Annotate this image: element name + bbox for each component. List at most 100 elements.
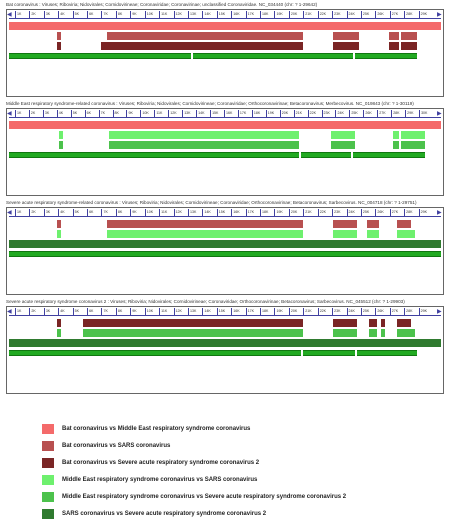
legend-label: Middle East respiratory syndrome coronav…: [62, 477, 258, 483]
legend-swatch: [42, 509, 54, 519]
ruler-tick-label: 5K: [70, 110, 77, 118]
track-bat-vs-mers: [9, 22, 441, 30]
ruler-end-arrow-icon: ▶: [437, 12, 442, 18]
track-mers-vs-sars: [57, 230, 61, 238]
track-mers-vs-sars: [107, 230, 303, 238]
ruler-tick-label: 24K: [346, 209, 355, 217]
track-bat-vs-sars2: [381, 319, 385, 327]
ruler-end-arrow-icon: ▶: [437, 111, 442, 117]
track-bat-vs-sars2: [101, 42, 303, 50]
ruler-tick-label: 29K: [405, 110, 414, 118]
ruler-tick-label: 4K: [58, 11, 65, 19]
track-mers-vs-sars: [333, 230, 357, 238]
ruler-tick-label: 7K: [101, 209, 108, 217]
track-bat-vs-sars: [367, 220, 379, 228]
ruler-tick-label: 28K: [391, 110, 400, 118]
ruler-tick-label: 1K: [15, 110, 21, 118]
legend-item: Bat coronavirus vs SARS coronavirus: [42, 441, 442, 453]
ruler-tick-label: 12K: [168, 110, 177, 118]
track-bat-vs-sars: [57, 220, 61, 228]
ruler-tick-label: 2K: [29, 11, 36, 19]
genome-feature-bar: [353, 152, 425, 158]
track-bat-vs-mers: [9, 121, 441, 129]
ruler-tick-label: 23K: [332, 209, 341, 217]
alignment-tracks: [9, 121, 441, 191]
track-bat-vs-sars2: [57, 319, 61, 327]
ruler-tick-label: 16K: [231, 308, 240, 316]
legend-swatch: [42, 475, 54, 485]
ruler-tick-label: 14K: [202, 11, 211, 19]
ruler-tick-label: 26K: [375, 308, 384, 316]
track-bat-vs-sars: [397, 220, 411, 228]
track-bat-vs-sars2: [333, 319, 357, 327]
ruler-tick-label: 17K: [245, 209, 254, 217]
track-mers-vs-sars: [367, 230, 379, 238]
track-bat-vs-sars2: [389, 42, 399, 50]
genome-feature-bar: [303, 350, 355, 356]
genome-feature-bar: [9, 251, 441, 257]
ruler-tick-label: 24K: [346, 11, 355, 19]
ruler-tick-label: 10K: [140, 110, 149, 118]
track-mers-vs-sars: [59, 131, 63, 139]
legend-item: Bat coronavirus vs Middle East respirato…: [42, 424, 442, 436]
ruler-tick-label: 17K: [237, 110, 246, 118]
ruler-tick-label: 7K: [98, 110, 105, 118]
ruler-tick-label: 20K: [279, 110, 288, 118]
panel-title: Middle East respiratory syndrome-related…: [6, 101, 414, 106]
ruler-tick-label: 6K: [87, 308, 93, 316]
track-bat-vs-sars2: [401, 42, 417, 50]
ruler-tick-label: 30K: [419, 110, 427, 118]
track-mers-vs-sars2: [369, 329, 377, 337]
genome-panel-bat-coronavirus: Bat coronavirus : Viruses; Riboviria; Ni…: [6, 0, 446, 100]
track-bat-vs-sars2: [397, 319, 411, 327]
ruler-tick-label: 29K: [418, 11, 427, 19]
ruler-tick-label: 17K: [245, 11, 254, 19]
track-mers-vs-sars2: [59, 141, 63, 149]
ruler-tick-label: 29K: [418, 209, 427, 217]
ruler-tick-label: 11K: [154, 110, 162, 118]
legend-item: Bat coronavirus vs Severe acute respirat…: [42, 458, 442, 470]
track-mers-vs-sars: [397, 230, 415, 238]
ruler-tick-label: 1K: [15, 209, 21, 217]
ruler-tick-label: 1K: [15, 11, 21, 19]
legend-item: Middle East respiratory syndrome coronav…: [42, 475, 442, 487]
ruler-tick-label: 19K: [265, 110, 274, 118]
ruler-tick-label: 24K: [335, 110, 344, 118]
ruler-tick-label: 21K: [303, 308, 312, 316]
ruler-tick-label: 27K: [389, 11, 398, 19]
ruler-tick-label: 28K: [404, 11, 413, 19]
ruler-tick-label: 14K: [196, 110, 205, 118]
ruler-tick-label: 4K: [58, 308, 65, 316]
ruler-tick-label: 7K: [101, 11, 108, 19]
ruler-tick-label: 23K: [321, 110, 330, 118]
ruler-tick-label: 18K: [260, 11, 268, 19]
ruler-end-arrow-icon: ▶: [437, 210, 442, 216]
ruler-tick-label: 11K: [159, 209, 167, 217]
ruler-tick-label: 18K: [260, 308, 268, 316]
ruler-tick-label: 12K: [173, 209, 182, 217]
ruler-tick-label: 15K: [216, 308, 225, 316]
ruler-tick-label: 23K: [332, 11, 341, 19]
ruler-tick-label: 25K: [349, 110, 358, 118]
ruler-start-arrow-icon: ◀: [7, 111, 12, 117]
ruler-tick-label: 19K: [274, 11, 283, 19]
ruler-tick-label: 26K: [375, 11, 384, 19]
ruler-line: [9, 18, 441, 19]
track-mers-vs-sars2: [109, 141, 299, 149]
track-mers-vs-sars2: [83, 329, 303, 337]
ruler-tick-label: 4K: [58, 209, 65, 217]
ruler-tick-label: 6K: [84, 110, 91, 118]
track-mers-vs-sars: [401, 131, 425, 139]
ruler-tick-label: 10K: [144, 11, 153, 19]
legend-label: Bat coronavirus vs SARS coronavirus: [62, 443, 171, 449]
track-bat-vs-sars2: [333, 42, 359, 50]
ruler-start-arrow-icon: ◀: [7, 12, 12, 18]
ruler-tick-label: 6K: [87, 11, 93, 19]
panel-title: Bat coronavirus : Viruses; Riboviria; Ni…: [6, 2, 318, 7]
